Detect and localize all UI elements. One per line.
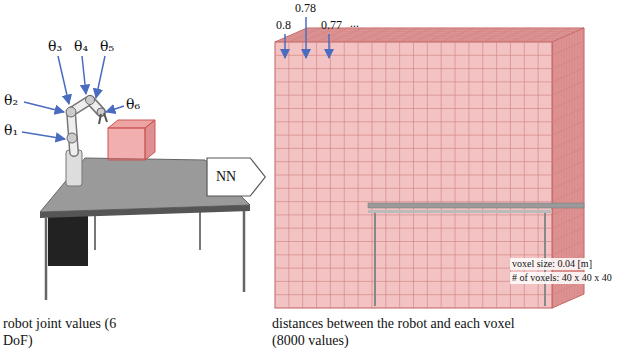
joint-label: θ₆: [126, 96, 140, 113]
distance-value: 0.8: [276, 18, 291, 32]
joint-label: θ₂: [4, 92, 18, 109]
cabinet: [48, 214, 88, 266]
note-text: # of voxels: 40 x 40 x 40: [510, 272, 614, 284]
table-outline: [368, 203, 584, 306]
target-box: [108, 120, 155, 160]
output-caption: distances between the robot and each vox…: [272, 315, 534, 349]
distance-value: 0.78: [295, 1, 316, 15]
node-label: NN: [206, 169, 236, 185]
robot-arm: [66, 96, 107, 187]
input-caption: robot joint values (6 DoF): [3, 315, 117, 349]
note-text: voxel size: 0.04 [m]: [510, 258, 594, 270]
joint-label: θ₃: [48, 38, 62, 55]
ellipsis: ...: [350, 16, 359, 30]
joint-label: θ₄: [74, 38, 88, 55]
nn-arrow: NN: [206, 157, 266, 197]
joint-label: θ₅: [100, 38, 114, 55]
distance-value: 0.77: [321, 18, 342, 32]
joint-label: θ₁: [4, 122, 18, 139]
joint-arrows: [22, 56, 124, 139]
